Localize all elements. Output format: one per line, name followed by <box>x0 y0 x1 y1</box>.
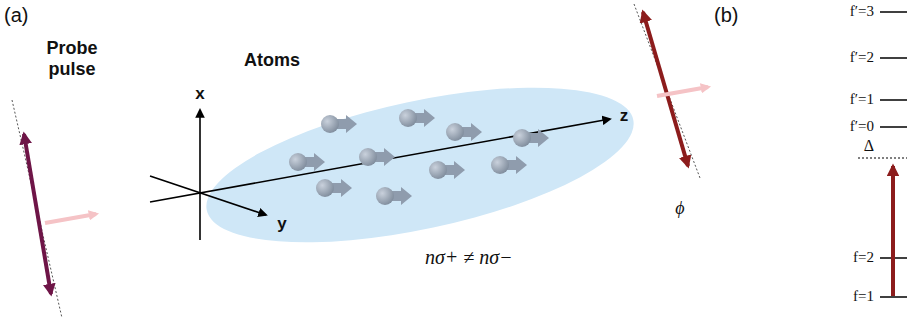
atom <box>491 156 509 174</box>
panel-label: (a) <box>4 4 28 27</box>
atom-cloud <box>193 57 646 273</box>
energy-levels <box>880 12 907 297</box>
panel-label: (b) <box>714 4 738 27</box>
x-axis <box>199 110 201 240</box>
atom <box>289 153 307 171</box>
atom <box>446 123 464 141</box>
y-axis <box>150 176 266 215</box>
level-label: f=2 <box>853 249 874 266</box>
atom <box>399 109 417 127</box>
atom <box>376 187 394 205</box>
probe-label: Probe pulse <box>41 38 103 79</box>
atom <box>321 115 339 133</box>
reference-line <box>12 100 62 318</box>
detuning-label: Δ <box>864 137 874 155</box>
polarization-arrow <box>643 12 688 166</box>
axis-label: y <box>277 214 286 234</box>
propagation-arrow <box>657 87 708 96</box>
level-label: f′=3 <box>850 3 874 20</box>
axis-label: z <box>620 106 629 126</box>
atom <box>513 129 531 147</box>
atom <box>316 179 334 197</box>
atom <box>359 148 377 166</box>
level-label: f′=2 <box>850 49 874 66</box>
population-label: nσ+ ≠ nσ− <box>425 246 513 269</box>
polarization-arrow <box>24 134 51 294</box>
level-label: f′=1 <box>850 91 874 108</box>
level-label: f=1 <box>853 288 874 305</box>
atom <box>429 161 447 179</box>
atoms-label: Atoms <box>244 50 300 71</box>
propagation-arrow <box>45 214 96 223</box>
level-label: f′=0 <box>850 118 874 135</box>
angle-label: ϕ <box>675 198 684 219</box>
transition-arrow <box>891 166 895 296</box>
axis-label: x <box>195 84 204 104</box>
atoms <box>289 109 549 205</box>
detuning-line <box>858 158 907 159</box>
